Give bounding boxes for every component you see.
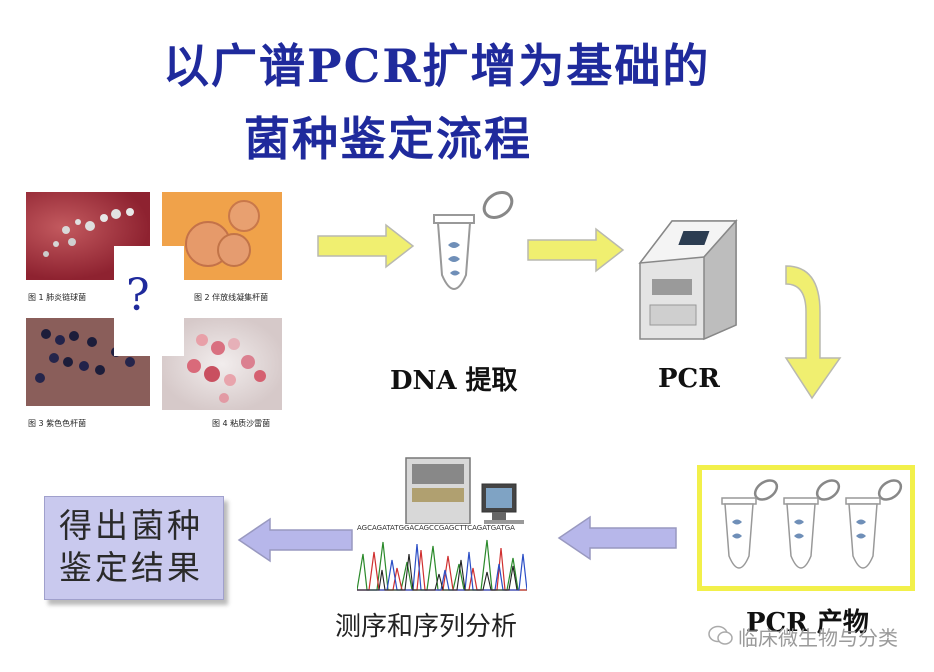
watermark: 临床微生物与分类	[708, 620, 914, 650]
arrow-to-pcr	[527, 227, 625, 273]
arrow-to-sequencing	[557, 515, 677, 561]
bacteria-photo-grid: 图 1 肺炎链球菌 图 2 伴放线凝集杆菌 图 3 紫色色杆菌 图 4 粘质沙雷…	[26, 192, 284, 432]
caption-2: 图 2 伴放线凝集杆菌	[194, 293, 269, 302]
arrow-to-result	[237, 517, 353, 563]
sequencer-icon	[405, 457, 524, 525]
label-pcr: PCR	[658, 364, 720, 394]
pcr-machine-icon	[638, 219, 738, 341]
arrow-to-dna	[317, 223, 415, 269]
chromatogram: AGCAGATATGGACAGCCGAGCTTCAGATGATGA	[357, 524, 527, 592]
title-line-2: 菌种鉴定流程	[244, 112, 532, 166]
caption-1: 图 1 肺炎链球菌	[28, 293, 87, 302]
label-pcr-product: PCR 产物	[746, 608, 869, 638]
pcr-product-box	[697, 465, 915, 591]
sequence-text: AGCAGATATGGACAGCCGAGCTTCAGATGATGA	[357, 524, 515, 532]
photo-pneumoniae	[26, 192, 150, 280]
label-dna-extraction: DNA 提取	[390, 366, 518, 396]
result-box: 得出菌种 鉴定结果	[44, 496, 224, 600]
caption-3: 图 3 紫色色杆菌	[28, 419, 87, 428]
microtube-icon	[433, 191, 514, 290]
trace-peaks-icon	[357, 539, 527, 591]
wechat-icon	[708, 625, 733, 645]
watermark-text: 临床微生物与分类	[738, 626, 898, 650]
label-sequencing: 测序和序列分析	[335, 612, 518, 642]
product-tubes-icon	[721, 479, 903, 569]
question-box	[114, 246, 184, 356]
title-line-1: 以广谱PCR扩增为基础的	[163, 39, 711, 93]
caption-4: 图 4 粘质沙雷菌	[212, 419, 271, 428]
question-mark: ?	[126, 270, 150, 321]
arrow-to-product	[784, 265, 842, 400]
